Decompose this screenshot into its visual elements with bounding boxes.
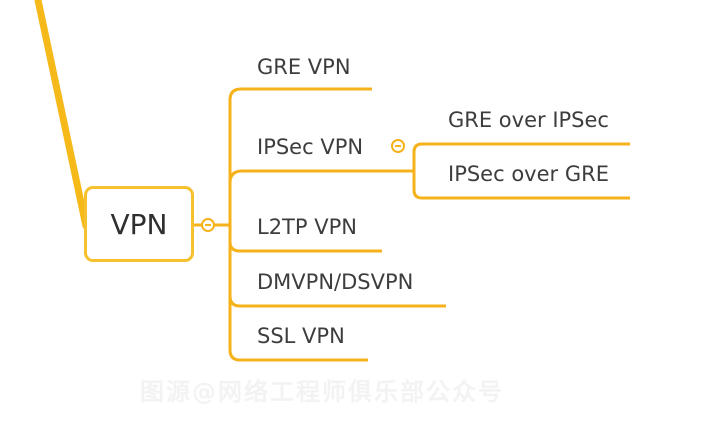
node-gre-vpn[interactable]: GRE VPN [257, 55, 351, 79]
node-ipsec-vpn[interactable]: IPSec VPN [257, 135, 364, 159]
root-node-label: VPN [110, 207, 168, 241]
underline-dmvpn [228, 295, 446, 308]
node-ipsec-over-gre[interactable]: IPSec over GRE [448, 162, 609, 186]
level1-trunk [228, 87, 242, 362]
ipsec-collapse-icon[interactable] [391, 139, 405, 153]
underline-ipsec-vpn [228, 169, 414, 184]
node-ssl-vpn[interactable]: SSL VPN [257, 324, 345, 348]
node-l2tp-vpn[interactable]: L2TP VPN [257, 215, 357, 239]
watermark-text: 图源@网络工程师俱乐部公众号 [140, 378, 504, 406]
node-dmvpn-dsvpn[interactable]: DMVPN/DSVPN [257, 270, 414, 294]
root-collapse-icon[interactable] [201, 218, 215, 232]
root-node[interactable]: VPN [84, 186, 194, 262]
level2-trunk [412, 142, 630, 200]
parent-branch-line [34, 0, 90, 230]
node-gre-over-ipsec[interactable]: GRE over IPSec [448, 108, 609, 132]
underline-l2tp-vpn [228, 241, 382, 253]
